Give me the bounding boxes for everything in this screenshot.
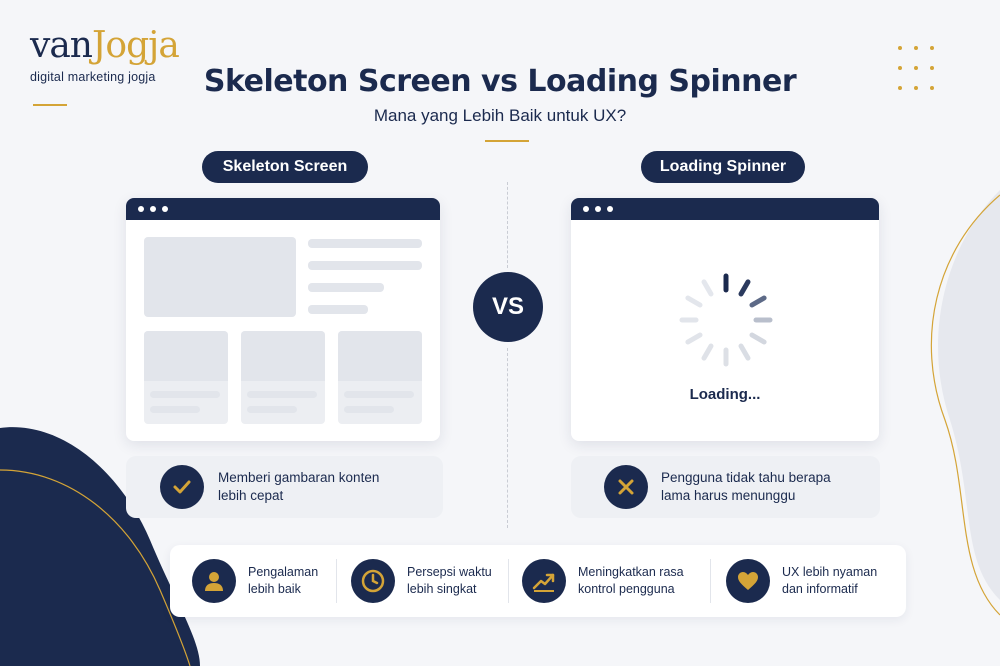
benefit-item-text: Persepsi waktu lebih singkat	[407, 564, 492, 598]
logo-part-van: van	[30, 25, 93, 66]
loading-spinner-icon	[679, 273, 773, 367]
skeleton-line	[247, 391, 317, 398]
skeleton-card-image	[241, 331, 325, 381]
separator	[336, 559, 337, 603]
spinner-drawback-text: Pengguna tidak tahu berapa lama harus me…	[661, 469, 831, 505]
window-dot	[162, 206, 168, 212]
vs-badge: VS	[473, 272, 543, 342]
skeleton-line	[308, 261, 422, 270]
window-dot	[607, 206, 613, 212]
loading-text: Loading...	[689, 386, 761, 403]
skeleton-line	[344, 406, 394, 413]
benefit-item-line: Pengalaman	[248, 565, 319, 579]
heart-icon	[726, 559, 770, 603]
user-icon	[192, 559, 236, 603]
x-icon	[604, 465, 648, 509]
benefit-line: lebih cepat	[218, 488, 284, 503]
window-dot	[595, 206, 601, 212]
skeleton-card-image	[338, 331, 422, 381]
brand-logo: vanJogja digital marketing jogja	[30, 25, 180, 85]
dot-grid-decoration	[898, 46, 934, 90]
skeleton-line	[150, 406, 200, 413]
benefit-item-line: UX lebih nyaman	[782, 565, 878, 579]
benefit-item-line: dan informatif	[782, 582, 858, 596]
separator	[508, 559, 509, 603]
window-titlebar	[126, 198, 440, 220]
skeleton-line	[344, 391, 414, 398]
page-title: Skeleton Screen vs Loading Spinner	[203, 64, 797, 99]
loading-spinner-label: Loading Spinner	[641, 151, 805, 183]
spinner-drawback: Pengguna tidak tahu berapa lama harus me…	[571, 456, 880, 518]
skeleton-line	[308, 283, 384, 292]
benefit-item-line: Persepsi waktu	[407, 565, 492, 579]
benefits-strip: Pengalaman lebih baik Persepsi waktu leb…	[170, 545, 906, 617]
logo-wordmark: vanJogja	[30, 25, 180, 66]
divider-bottom	[507, 348, 508, 528]
skeleton-screen-label: Skeleton Screen	[202, 151, 368, 183]
benefit-item-control: Meningkatkan rasa kontrol pengguna	[522, 545, 684, 617]
benefit-item-text: UX lebih nyaman dan informatif	[782, 564, 877, 598]
check-icon	[160, 465, 204, 509]
clock-icon	[351, 559, 395, 603]
window-titlebar	[571, 198, 879, 220]
benefit-item-line: lebih singkat	[407, 582, 477, 596]
trend-up-icon	[522, 559, 566, 603]
window-dot	[150, 206, 156, 212]
benefit-item-experience: Pengalaman lebih baik	[192, 545, 318, 617]
skeleton-line	[150, 391, 220, 398]
benefit-item-text: Pengalaman lebih baik	[248, 564, 318, 598]
window-dot	[138, 206, 144, 212]
drawback-line: lama harus menunggu	[661, 488, 796, 503]
benefit-item-line: Meningkatkan rasa	[578, 565, 684, 579]
page-subtitle: Mana yang Lebih Baik untuk UX?	[373, 106, 627, 125]
logo-tagline: digital marketing jogja	[30, 70, 156, 84]
skeleton-line	[247, 406, 297, 413]
benefit-item-ux: UX lebih nyaman dan informatif	[726, 545, 877, 617]
skeleton-benefit: Memberi gambaran konten lebih cepat	[126, 456, 443, 518]
benefit-item-time: Persepsi waktu lebih singkat	[351, 545, 492, 617]
spinner-window: Loading...	[571, 198, 879, 441]
logo-underline	[33, 104, 67, 106]
skeleton-content	[126, 220, 440, 441]
skeleton-line	[308, 239, 422, 248]
skeleton-line	[308, 305, 368, 314]
benefit-item-line: kontrol pengguna	[578, 582, 675, 596]
logo-part-jogja: Jogja	[92, 25, 180, 66]
benefit-item-text: Meningkatkan rasa kontrol pengguna	[578, 564, 684, 598]
window-dot	[583, 206, 589, 212]
drawback-line: Pengguna tidak tahu berapa	[661, 470, 831, 485]
spinner-content: Loading...	[571, 220, 879, 441]
skeleton-benefit-text: Memberi gambaran konten lebih cepat	[218, 469, 379, 505]
separator	[710, 559, 711, 603]
benefit-item-line: lebih baik	[248, 582, 301, 596]
title-underline	[485, 140, 529, 142]
skeleton-card-image	[144, 331, 228, 381]
benefit-line: Memberi gambaran konten	[218, 470, 380, 485]
skeleton-window	[126, 198, 440, 441]
skeleton-image-block	[144, 237, 296, 317]
divider-top	[507, 182, 508, 268]
